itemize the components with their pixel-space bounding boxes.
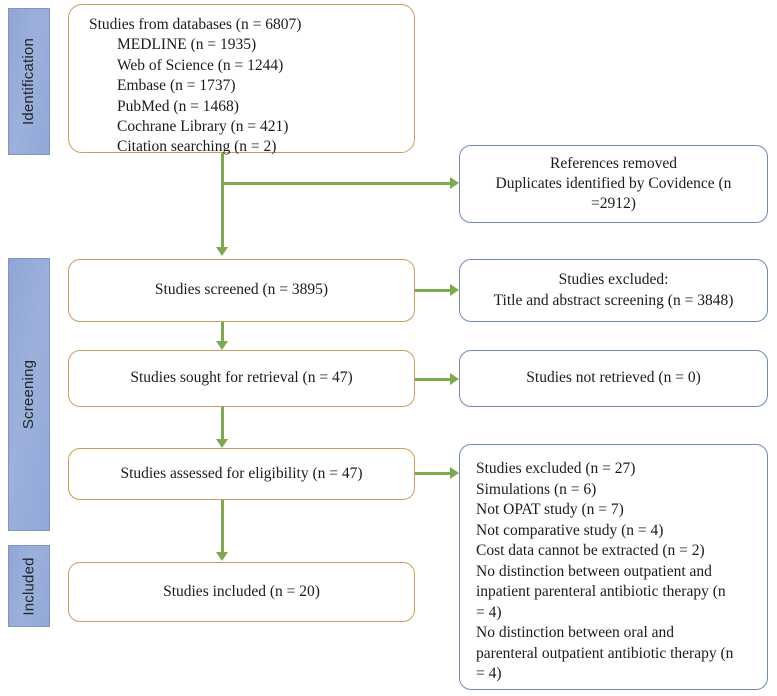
references-removed-line-1: References removed — [550, 154, 677, 172]
references-removed-line-2: Duplicates identified by Covidence (n — [495, 174, 732, 192]
database-source-pubmed: PubMed (n = 1468) — [117, 97, 239, 115]
screened-excluded-line-1: Studies excluded: — [558, 271, 669, 289]
node-studies-included: Studies included (n = 20) — [68, 562, 415, 622]
databases-lead: Studies from databases (n = 6807) — [89, 16, 302, 33]
stage-band-screening: Screening — [8, 258, 50, 531]
node-studies-excluded-screening: Studies excluded: Title and abstract scr… — [459, 259, 768, 322]
studies-included-text: Studies included (n = 20) — [163, 582, 320, 600]
eligibility-excluded-line-5: Cost data cannot be extracted (n = 2) — [476, 542, 705, 560]
connector-databases-to-references-removed — [221, 182, 450, 185]
eligibility-excluded-line-10: parenteral outpatient antibiotic therapy… — [476, 644, 734, 662]
connector-assessed-to-excluded — [415, 472, 450, 475]
arrowhead-assessed-to-excluded — [450, 467, 459, 479]
node-studies-excluded-eligibility: Studies excluded (n = 27) Simulations (n… — [459, 444, 768, 690]
eligibility-excluded-line-4: Not comparative study (n = 4) — [476, 521, 664, 539]
arrowhead-sought-to-assessed — [216, 439, 228, 448]
eligibility-excluded-line-7: inpatient parenteral antibiotic therapy … — [476, 583, 726, 601]
eligibility-excluded-line-9: No distinction between oral and — [476, 624, 675, 642]
eligibility-excluded-line-6: No distinction between outpatient and — [476, 562, 712, 580]
arrowhead-databases-to-references-removed — [450, 177, 459, 189]
stage-label-screening: Screening — [20, 359, 38, 430]
studies-assessed-eligibility-text: Studies assessed for eligibility (n = 47… — [120, 464, 363, 482]
node-studies-screened: Studies screened (n = 3895) — [68, 259, 415, 322]
studies-excluded-screening-text: Studies excluded: Title and abstract scr… — [460, 270, 767, 310]
studies-sought-retrieval-text: Studies sought for retrieval (n = 47) — [130, 369, 353, 387]
database-source-web-of-science: Web of Science (n = 1244) — [117, 56, 284, 74]
connector-databases-to-screened — [221, 153, 224, 247]
stage-label-identification: Identification — [20, 37, 38, 126]
stage-band-identification: Identification — [8, 8, 50, 155]
arrowhead-databases-to-screened — [216, 247, 228, 256]
arrowhead-screened-to-excluded — [450, 284, 459, 296]
arrowhead-screened-to-sought — [216, 341, 228, 350]
arrowhead-sought-to-not-retrieved — [450, 373, 459, 385]
node-references-removed: References removed Duplicates identified… — [459, 145, 768, 223]
stage-band-included: Included — [8, 545, 50, 627]
stage-label-included: Included — [20, 556, 38, 616]
arrowhead-assessed-to-included — [216, 552, 228, 561]
node-studies-from-databases: Studies from databases (n = 6807) MEDLIN… — [68, 4, 415, 155]
connector-screened-to-sought — [221, 322, 224, 341]
database-source-cochrane: Cochrane Library (n = 421) — [117, 117, 289, 135]
eligibility-excluded-line-1: Studies excluded (n = 27) — [476, 460, 636, 477]
studies-not-retrieved-text: Studies not retrieved (n = 0) — [526, 369, 701, 387]
node-studies-assessed-eligibility: Studies assessed for eligibility (n = 47… — [68, 448, 415, 500]
node-studies-sought-retrieval: Studies sought for retrieval (n = 47) — [68, 350, 415, 407]
references-removed-text: References removed Duplicates identified… — [460, 154, 767, 214]
node-studies-not-retrieved: Studies not retrieved (n = 0) — [459, 350, 768, 407]
eligibility-excluded-line-2: Simulations (n = 6) — [476, 480, 597, 498]
studies-excluded-eligibility-text: Studies excluded (n = 27) Simulations (n… — [460, 445, 767, 685]
eligibility-excluded-line-11: = 4) — [476, 665, 502, 683]
connector-assessed-to-included — [221, 500, 224, 552]
connector-sought-to-assessed — [221, 407, 224, 439]
eligibility-excluded-line-8: = 4) — [476, 603, 502, 621]
database-source-embase: Embase (n = 1737) — [117, 77, 236, 95]
connector-screened-to-excluded — [415, 289, 450, 292]
studies-screened-text: Studies screened (n = 3895) — [154, 281, 329, 299]
eligibility-excluded-line-3: Not OPAT study (n = 7) — [476, 501, 624, 519]
references-removed-line-3: =2912) — [591, 195, 636, 213]
database-source-citation-searching: Citation searching (n = 2) — [117, 138, 277, 156]
databases-text: Studies from databases (n = 6807) MEDLIN… — [69, 5, 414, 158]
connector-sought-to-not-retrieved — [415, 378, 450, 381]
database-source-medline: MEDLINE (n = 1935) — [117, 36, 257, 54]
screened-excluded-line-2: Title and abstract screening (n = 3848) — [493, 291, 734, 309]
